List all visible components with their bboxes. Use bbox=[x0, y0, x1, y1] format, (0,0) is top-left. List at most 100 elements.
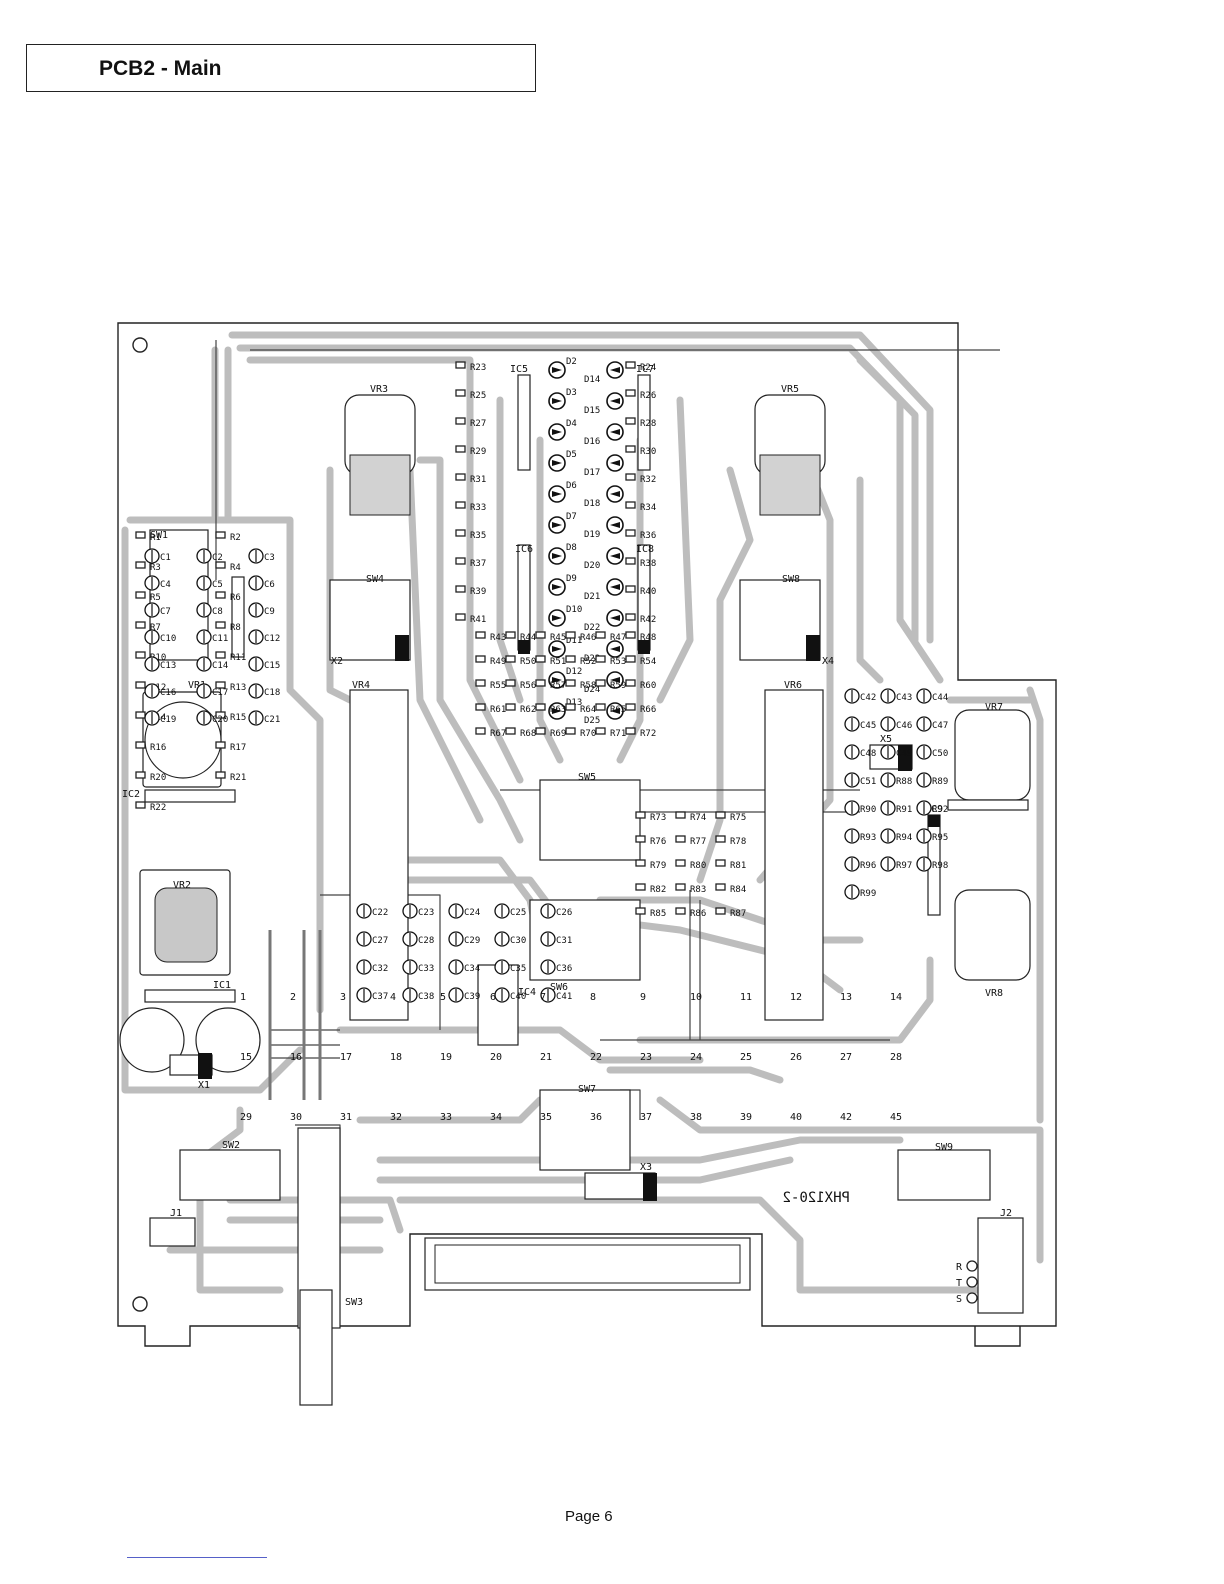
vr-round-left bbox=[119, 1007, 185, 1073]
page-title: PCB2 - Main bbox=[99, 57, 222, 80]
svg-text:C46: C46 bbox=[896, 721, 912, 731]
part-r92: R92 bbox=[916, 800, 948, 816]
part-c37: C37 bbox=[356, 987, 388, 1003]
copper-traces bbox=[121, 331, 1044, 1294]
part-c28: C28 bbox=[402, 931, 434, 947]
capacitor-c11: C11 bbox=[196, 629, 228, 645]
svg-text:C10: C10 bbox=[160, 634, 176, 644]
wire-number-33: 33 bbox=[440, 1112, 452, 1123]
part-r66: R66 bbox=[625, 703, 656, 715]
svg-text:R11: R11 bbox=[230, 653, 246, 663]
svg-text:R55: R55 bbox=[490, 681, 506, 691]
vr2-shaft bbox=[154, 887, 218, 963]
capacitor-c14: C14 bbox=[196, 656, 228, 672]
capacitor-c10: C10 bbox=[144, 629, 176, 645]
part-r32: R32 bbox=[625, 473, 656, 485]
mounting-hole-top-left bbox=[132, 337, 148, 353]
svg-text:C40: C40 bbox=[510, 992, 526, 1002]
part-c41: C41 bbox=[540, 987, 572, 1003]
svg-text:C30: C30 bbox=[510, 936, 526, 946]
led-label: D22 bbox=[584, 623, 600, 633]
svg-text:R31: R31 bbox=[470, 475, 486, 485]
resistor-r4: R4 bbox=[215, 561, 241, 573]
wire-number-24: 24 bbox=[690, 1052, 702, 1063]
part-r68: R68 bbox=[505, 727, 536, 739]
part-r84: R84 bbox=[715, 883, 746, 895]
vr5-base bbox=[759, 454, 821, 516]
part-r97: R97 bbox=[880, 856, 912, 872]
svg-text:IC1: IC1 bbox=[213, 980, 231, 991]
svg-text:R36: R36 bbox=[640, 531, 656, 541]
part-r71: R71 bbox=[595, 727, 626, 739]
svg-text:C34: C34 bbox=[464, 964, 480, 974]
svg-text:R96: R96 bbox=[860, 861, 876, 871]
svg-text:SW5: SW5 bbox=[578, 772, 596, 783]
svg-text:R39: R39 bbox=[470, 587, 486, 597]
svg-text:R73: R73 bbox=[650, 813, 666, 823]
svg-text:R40: R40 bbox=[640, 587, 656, 597]
svg-text:C31: C31 bbox=[556, 936, 572, 946]
led-d21: D21 bbox=[584, 578, 624, 602]
part-r93: R93 bbox=[844, 828, 876, 844]
svg-text:R72: R72 bbox=[640, 729, 656, 739]
wire-number-1: 1 bbox=[240, 992, 246, 1003]
part-r67: R67 bbox=[475, 727, 506, 739]
svg-text:R82: R82 bbox=[650, 885, 666, 895]
svg-text:R87: R87 bbox=[730, 909, 746, 919]
part-r65: R65 bbox=[595, 703, 626, 715]
svg-text:IC2: IC2 bbox=[122, 789, 140, 800]
svg-text:R81: R81 bbox=[730, 861, 746, 871]
display-bar bbox=[424, 1237, 751, 1291]
svg-text:R28: R28 bbox=[640, 419, 656, 429]
led-label: D2 bbox=[566, 357, 577, 367]
led-d10: D10 bbox=[548, 605, 582, 627]
resistor-r5: R5 bbox=[135, 591, 161, 603]
part-c38: C38 bbox=[402, 987, 434, 1003]
svg-text:SW6: SW6 bbox=[550, 982, 568, 993]
part-c50: C50 bbox=[916, 744, 948, 760]
wire-number-5: 5 bbox=[440, 992, 446, 1003]
footer-rule bbox=[127, 1557, 267, 1558]
wire-number-23: 23 bbox=[640, 1052, 652, 1063]
part-c45: C45 bbox=[844, 716, 876, 732]
svg-text:R58: R58 bbox=[580, 681, 596, 691]
part-r76: R76 bbox=[635, 835, 666, 847]
svg-text:R49: R49 bbox=[490, 657, 506, 667]
resistor-r21: R21 bbox=[215, 771, 246, 783]
svg-text:R75: R75 bbox=[730, 813, 746, 823]
svg-text:R88: R88 bbox=[896, 777, 912, 787]
part-r57: R57 bbox=[535, 679, 566, 691]
part-r58: R58 bbox=[565, 679, 596, 691]
wire-number-14: 14 bbox=[890, 992, 902, 1003]
svg-text:R27: R27 bbox=[470, 419, 486, 429]
part-c40: C40 bbox=[494, 987, 526, 1003]
svg-text:R42: R42 bbox=[640, 615, 656, 625]
wire-number-30: 30 bbox=[290, 1112, 302, 1123]
svg-text:R76: R76 bbox=[650, 837, 666, 847]
svg-text:R92: R92 bbox=[932, 805, 948, 815]
led-d13: D13 bbox=[548, 698, 582, 720]
part-r39: R39 bbox=[455, 585, 486, 597]
svg-text:C37: C37 bbox=[372, 992, 388, 1002]
potentiometers bbox=[119, 394, 1031, 1073]
svg-text:C22: C22 bbox=[372, 908, 388, 918]
wire-number-8: 8 bbox=[590, 992, 596, 1003]
svg-text:SW7: SW7 bbox=[578, 1084, 596, 1095]
svg-text:C24: C24 bbox=[464, 908, 480, 918]
part-r46: R46 bbox=[565, 631, 596, 643]
svg-text:R30: R30 bbox=[640, 447, 656, 457]
svg-text:R26: R26 bbox=[640, 391, 656, 401]
led-columns: D2D3D4D5D6D7D8D9D10D11D12D13D14D15D16D17… bbox=[548, 357, 624, 726]
part-r56: R56 bbox=[505, 679, 536, 691]
wire-number-12: 12 bbox=[790, 992, 802, 1003]
svg-text:X4: X4 bbox=[822, 656, 834, 667]
part-c31: C31 bbox=[540, 931, 572, 947]
svg-text:C42: C42 bbox=[860, 693, 876, 703]
part-r37: R37 bbox=[455, 557, 486, 569]
svg-text:C20: C20 bbox=[212, 715, 228, 725]
vr7-body bbox=[954, 709, 1031, 801]
svg-text:X5: X5 bbox=[880, 734, 892, 745]
led-d16: D16 bbox=[584, 423, 624, 447]
connectors bbox=[149, 744, 1024, 1314]
svg-text:R10: R10 bbox=[150, 653, 166, 663]
